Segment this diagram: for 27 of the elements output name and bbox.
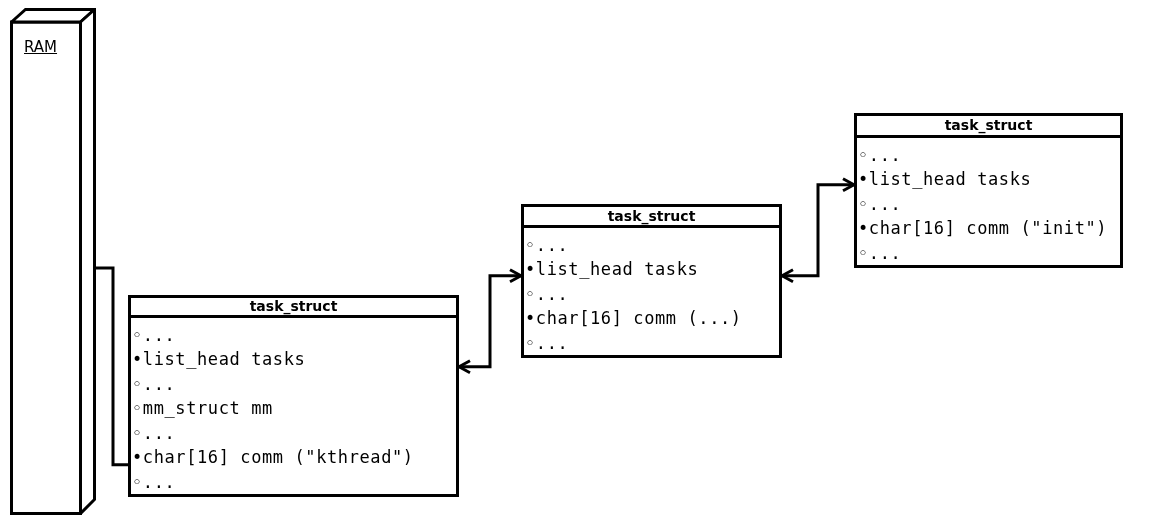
struct-title: task_struct <box>131 298 456 318</box>
field-entry: •char[16] comm ("init") <box>857 217 1109 240</box>
field-entry: ◦... <box>857 143 903 167</box>
field-entry: ◦... <box>857 241 903 265</box>
connector-line <box>96 266 128 467</box>
field-entry: ◦... <box>131 421 177 445</box>
field-entry: •char[16] comm (...) <box>524 307 743 330</box>
struct-table <box>854 113 1123 268</box>
field-entry: ◦... <box>524 282 570 306</box>
field-entry: ◦... <box>131 470 177 494</box>
arrow <box>780 177 856 284</box>
column-title: RAM <box>24 38 58 56</box>
field-entry: •list_head tasks <box>857 168 1033 191</box>
struct-title: task_struct <box>857 116 1120 138</box>
arrow <box>457 268 523 375</box>
field-entry: ◦... <box>857 192 903 216</box>
struct-title: task_struct <box>524 207 779 228</box>
field-entry: ◦... <box>524 331 570 355</box>
struct-table <box>128 295 459 497</box>
field-entry: •char[16] comm ("kthread") <box>131 446 415 469</box>
struct-table <box>521 204 782 358</box>
field-entry: •list_head tasks <box>524 258 700 281</box>
field-entry: ◦... <box>524 233 570 257</box>
field-entry: •list_head tasks <box>131 348 307 371</box>
field-entry: ◦mm_struct mm <box>131 397 274 420</box>
field-entry: ◦... <box>131 372 177 396</box>
field-entry: ◦... <box>131 323 177 347</box>
